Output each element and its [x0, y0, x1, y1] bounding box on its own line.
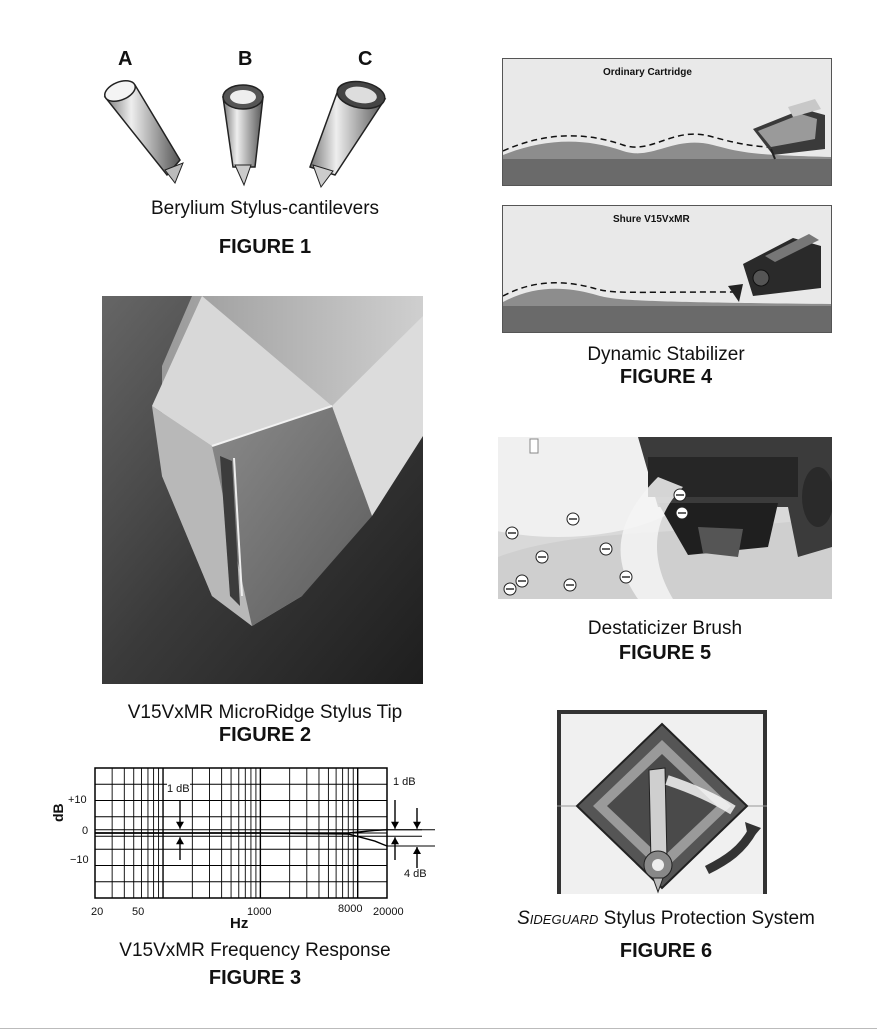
annotation-1db-left: 1 dB	[167, 783, 190, 795]
y-axis-label: dB	[50, 803, 66, 822]
x-tick-20: 20	[91, 906, 104, 918]
figure-3-label: FIGURE 3	[208, 967, 302, 989]
label-b: B	[238, 48, 253, 70]
x-tick-50: 50	[132, 906, 145, 918]
arrow-left-up-head	[176, 837, 184, 845]
y-tick-plus10: +10	[68, 794, 87, 806]
figure-6-caption: Sideguard Stylus Protection System	[488, 908, 844, 930]
figure-5-label: FIGURE 5	[618, 642, 712, 664]
arrow-left-down-head	[176, 821, 184, 829]
annotation-1db-right: 1 dB	[393, 776, 416, 788]
sideguard-brand: Sideguard	[517, 908, 599, 929]
sideguard-illustration	[557, 710, 767, 894]
figure-2-label: FIGURE 2	[218, 724, 312, 746]
figure-2-caption: V15VxMR MicroRidge Stylus Tip	[127, 702, 403, 723]
chart-annotations	[176, 800, 421, 868]
ordinary-cartridge-label: Ordinary Cartridge	[603, 67, 692, 78]
cantilever-a	[103, 79, 184, 185]
v15vxmr-label: Shure V15VxMR	[613, 214, 690, 225]
figure-3-caption: V15VxMR Frequency Response	[119, 940, 391, 961]
annotation-4db: 4 dB	[404, 868, 427, 880]
cantilevers-illustration	[103, 79, 387, 189]
chart-series	[95, 829, 435, 847]
v15vxmr-panel: Shure V15VxMR	[502, 205, 832, 333]
response-curve-2	[95, 832, 388, 847]
x-tick-20000: 20000	[373, 906, 404, 918]
bottom-rule	[0, 1028, 877, 1029]
stylus-tip-photo	[102, 296, 423, 684]
cantilever-b	[222, 84, 264, 187]
x-tick-1000: 1000	[247, 906, 272, 918]
label-c: C	[358, 48, 373, 70]
cantilever-c	[309, 80, 387, 189]
arrow-right-up-head	[391, 837, 399, 845]
arrow-far-up-head	[413, 847, 421, 854]
x-tick-8000: 8000	[338, 903, 363, 915]
figure-5-caption: Destaticizer Brush	[587, 618, 743, 639]
figure-1-caption: Berylium Stylus-cantilevers	[150, 198, 380, 219]
arrow-far-down-head	[413, 821, 421, 829]
figure-6-caption-rest: Stylus Protection System	[598, 908, 815, 929]
figure-4-caption: Dynamic Stabilizer	[587, 344, 745, 365]
ordinary-cartridge-panel: Ordinary Cartridge	[502, 58, 832, 186]
destaticizer-brush-illustration	[498, 437, 832, 599]
figure-6-label: FIGURE 6	[619, 940, 713, 962]
y-tick-0: 0	[82, 825, 89, 837]
figure-1-label: FIGURE 1	[218, 236, 312, 258]
arrow-right-down-head	[391, 821, 399, 829]
label-a: A	[118, 48, 133, 70]
frequency-response-chart	[94, 767, 435, 899]
figure-4-label: FIGURE 4	[619, 366, 713, 388]
y-tick-minus10: −10	[70, 854, 89, 866]
x-axis-label: Hz	[230, 915, 249, 932]
